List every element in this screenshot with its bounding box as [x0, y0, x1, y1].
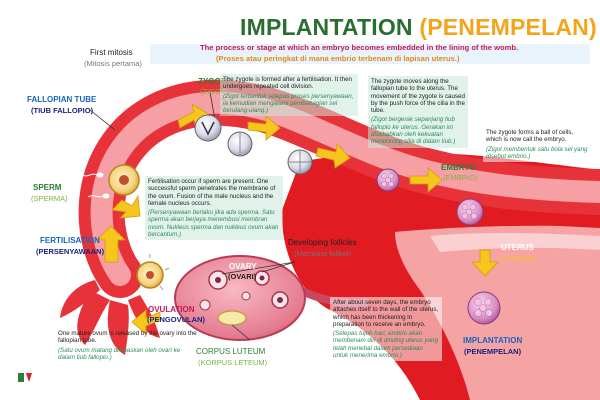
label-sperm-malay: (SPERMA): [31, 194, 68, 203]
corpus-luteum-shape: [217, 310, 247, 326]
pointer-lines: [89, 91, 296, 341]
page-title: IMPLANTATION (PENEMPELAN): [240, 14, 597, 41]
note-implantation-malay: (Selepas tujuh hari, embrio akan membena…: [333, 330, 438, 360]
note-ovulation: One mature ovum is released by the ovary…: [58, 330, 198, 361]
note-fertilisation-malay: (Persenyawaan berlaku jika ada sperma. S…: [148, 209, 279, 239]
label-developing-follicles: Developing follicles: [288, 238, 357, 247]
label-zygote-malay: (ZIGOT): [200, 87, 228, 96]
note-ovulation-malay: (Satu ovum matang dilepaskan oleh ovari …: [58, 346, 181, 361]
label-first-mitosis-malay: (Mitosis pertama): [84, 59, 142, 68]
label-corpus-luteum: CORPUS LUTEUM: [196, 347, 266, 356]
publisher-logo-icon: [18, 373, 32, 382]
note-tube-malay: (Zigot bergerak sepanjang tiub fallopio …: [371, 116, 456, 146]
label-fallopian-tube-malay: (TIUB FALLOPIO): [31, 106, 94, 115]
note-zygote-malay: (Zigot terbentuk selepas proses persenya…: [223, 92, 354, 115]
label-ovary-malay: (OVARI): [228, 272, 257, 281]
note-zygote: The zygote is formed after a fertilisati…: [220, 74, 358, 117]
subtitle-malay: (Proses atau peringkat di mana embrio te…: [216, 54, 460, 63]
label-corpus-luteum-malay: (KORPUS LETEUM): [198, 358, 268, 367]
note-fertilisation-english: Fertilisation occur if sperm are present…: [148, 178, 276, 207]
label-embryo-malay: (EMBRIO): [443, 173, 478, 182]
note-tube-movement: The zygote moves along the fallopian tub…: [368, 76, 468, 148]
note-implantation: After about seven days, the embryo attac…: [330, 297, 442, 362]
label-embryo: EMBRYO: [441, 163, 476, 172]
ovary-shape: [174, 255, 306, 341]
note-ball-english: The zygote forms a ball of cells, which …: [486, 129, 574, 144]
note-zygote-english: The zygote is formed after a fertilisati…: [223, 76, 352, 91]
note-implantation-english: After about seven days, the embryo attac…: [333, 299, 439, 328]
label-ovary: OVARY: [229, 262, 257, 271]
label-uterus: UTERUS: [501, 243, 534, 252]
subtitle-band: [150, 44, 590, 64]
zygote-first-mitosis: [194, 114, 222, 142]
label-ovulation: OVULATION: [148, 305, 195, 314]
label-first-mitosis: First mitosis: [90, 48, 133, 57]
title-english: IMPLANTATION: [240, 14, 413, 40]
note-ball-malay: (Zigot membentuk satu bola sel yang dise…: [486, 145, 588, 160]
follicles: [199, 270, 289, 311]
label-fertilisation: FERTILISATION: [40, 236, 100, 245]
label-zygote: ZYGOTE: [198, 77, 231, 86]
uterine-cavity: [430, 233, 600, 252]
label-uterus-malay: (UTERUS): [500, 254, 536, 263]
label-fallopian-tube: FALLOPIAN TUBE: [27, 95, 97, 104]
note-tube-english: The zygote moves along the fallopian tub…: [371, 78, 465, 115]
label-developing-follicles-malay: (Membina folikel): [294, 249, 352, 258]
note-ovulation-english: One mature ovum is released by the ovary…: [58, 330, 197, 345]
title-malay: (PENEMPELAN): [419, 14, 597, 40]
label-sperm: SPERM: [33, 183, 62, 192]
fallopian-tube-lumen: [90, 91, 600, 286]
direction-arrows: [96, 103, 499, 335]
label-implantation: IMPLANTATION: [463, 336, 523, 345]
note-fertilisation: Fertilisation occur if sperm are present…: [145, 176, 283, 241]
label-fertilisation-malay: (PERSENYAWAAN): [36, 247, 105, 256]
label-implantation-malay: (PENEMPELAN): [464, 347, 522, 356]
label-ovulation-malay: (PENGOVULAN): [147, 315, 205, 324]
note-ball-of-cells: The zygote forms a ball of cells, which …: [483, 127, 591, 163]
sperm-cells: [81, 172, 110, 199]
subtitle-english: The process or stage at which an embryo …: [200, 43, 519, 52]
